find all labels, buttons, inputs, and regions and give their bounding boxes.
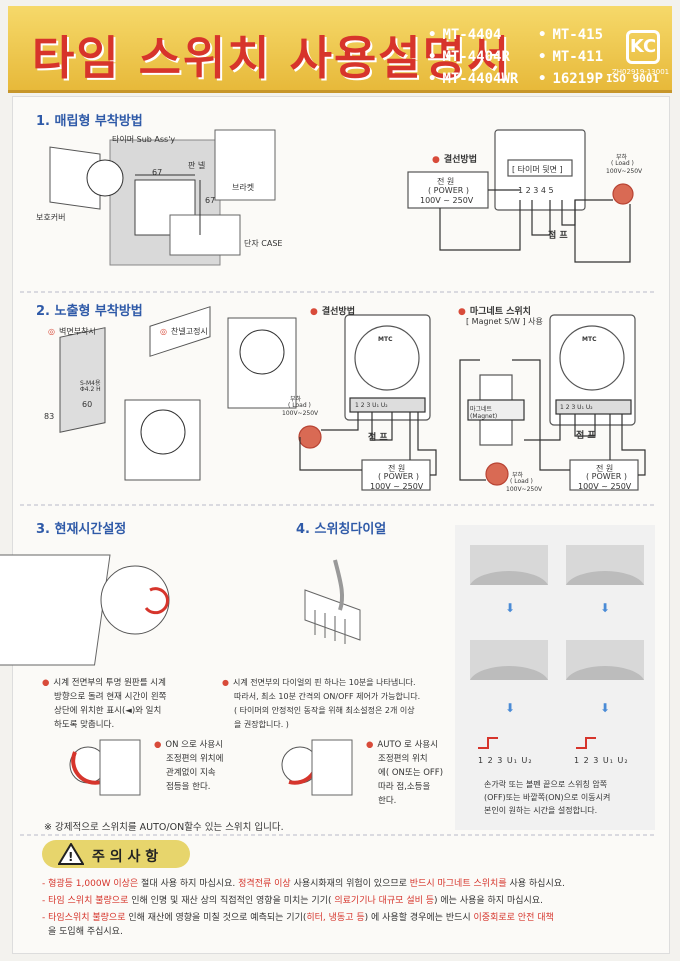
caution-line-4: 을 도입해 주십시요. <box>48 927 123 937</box>
time-setting-diagram <box>0 554 353 796</box>
terminal-numbers: 1 2 3 4 5 <box>518 186 554 195</box>
power-range: 100V ~ 250V <box>420 196 474 205</box>
load-label-2: 부하 <box>290 396 302 403</box>
iso-mark: ISO 9001 <box>606 72 659 85</box>
jumper-label-2: 점 프 <box>368 433 388 443</box>
terminal-row-1: 1 2 3 U₁ U₂ <box>478 756 533 765</box>
svg-text:!: ! <box>68 850 73 864</box>
model-list-2: •MT-415 •MT-411 •16219P <box>538 27 604 87</box>
dial-photo-panel: ⬇ ⬇ ⬇ ⬇ <box>455 525 655 830</box>
flush-mount-diagram <box>49 129 276 266</box>
warning-icon: ! <box>58 843 84 865</box>
load-range-2: 100V~250V <box>282 410 319 417</box>
terminal-numbers-3: 1 2 3 U₁ U₂ <box>560 404 593 411</box>
section-1-title: 1. 매립형 부착방법 <box>36 114 143 129</box>
model-item: MT-4404WR <box>442 71 519 87</box>
caution-line-1: - 형광등 1,000W 이상은 절대 사용 하지 마십시요. 정격전류 이상 … <box>42 879 565 889</box>
section-3-title: 3. 현재시간설정 <box>36 522 127 537</box>
model-list-1: •MT-4404 •MT-4404R •MT-4404WR <box>428 27 519 87</box>
jumper-label: 점 프 <box>548 231 568 241</box>
dim-height: 67 <box>205 196 216 205</box>
screw-label-2: Φ4.2 H <box>80 386 101 393</box>
label-sub-assy: 타이머 Sub Ass'y <box>112 135 176 144</box>
load-label: 부하 <box>616 154 628 161</box>
load-range-3: 100V~250V <box>506 486 543 493</box>
terminal-numbers-2: 1 2 3 U₁ U₂ <box>355 402 388 409</box>
on-mode-text: ●ON 으로 사용시 조정편의 위치에 관계없이 지속 점등을 한다. <box>154 740 224 792</box>
switching-dial-text: ●시계 전면부의 다이얼의 핀 하나는 10분을 나타냅니다. 따라서, 최소 … <box>222 678 421 729</box>
svg-text:⬇: ⬇ <box>505 701 515 715</box>
label-panel: 판 넬 <box>188 161 206 170</box>
model-item: MT-411 <box>552 49 604 65</box>
wiring-label-2: ●결선방법 <box>310 307 355 317</box>
svg-text:⬇: ⬇ <box>505 601 515 615</box>
surface-wiring-diagram <box>298 314 437 491</box>
power-label-3: 전 원 <box>596 464 614 473</box>
section-2-title: 2. 노출형 부착방법 <box>36 304 143 319</box>
label-bracket: 브라켓 <box>232 183 255 192</box>
dim-60: 60 <box>82 400 93 409</box>
load-label-3: 부하 <box>512 472 524 479</box>
svg-text:⬇: ⬇ <box>600 601 610 615</box>
auto-mode-text: ●AUTO 로 사용시 조정편의 위치 에( ON또는 OFF) 따라 점,소등… <box>366 740 444 806</box>
brand-label: MTC <box>378 336 393 343</box>
caution-line-3: - 타임스위치 불량으로 인해 재산에 영향을 미칠 것으로 예측되는 기기(히… <box>42 913 554 923</box>
switching-dial-diagram <box>304 559 361 644</box>
model-item: 16219P <box>552 71 604 87</box>
magnet-label: ●마그네트 스위치 <box>458 307 531 317</box>
svg-text:⬇: ⬇ <box>600 701 610 715</box>
power-en: ( POWER ) <box>428 186 469 195</box>
dim-width: 67 <box>152 168 163 177</box>
flush-wiring-diagram <box>407 129 634 263</box>
caution-title: 주 의 사 항 <box>92 849 159 865</box>
power-en-3: ( POWER ) <box>586 472 627 481</box>
kc-mark-icon: KC <box>626 30 660 64</box>
magnet-en-label: [ Magnet S/W ] 사용 <box>466 317 543 326</box>
caution-line-2: - 타임 스위치 불량으로 인해 인명 및 재산 상의 직접적인 영향을 미치는… <box>42 896 543 906</box>
load-en: ( Load ) <box>611 160 634 167</box>
label-terminal-case: 단자 CASE <box>244 239 283 248</box>
dial-instruction-text: 손가락 또는 볼펜 끝으로 스위칭 암쪽 (OFF)또는 바깥쪽(ON)으로 이… <box>484 780 611 815</box>
forced-switch-note: ※ 강제적으로 스위치를 AUTO/ON할수 있는 스위치 입니다. <box>44 822 284 833</box>
wiring-label-1: ●결선방법 <box>432 155 477 165</box>
kc-code: ZH02919-13001 <box>612 68 670 76</box>
model-item: MT-4404 <box>442 27 502 43</box>
timer-back-label: [ 타이머 뒷면 ] <box>512 165 563 174</box>
header-banner: 타임 스위치 사용설명서 •MT-4404 •MT-4404R •MT-4404… <box>8 6 672 93</box>
power-en-2: ( POWER ) <box>378 472 419 481</box>
page-title: 타임 스위치 사용설명서 <box>32 31 512 85</box>
label-cover: 보호커버 <box>36 213 66 222</box>
screw-label: S-M4용 <box>80 380 101 387</box>
dim-83: 83 <box>44 412 55 421</box>
jumper-label-3: 점 프 <box>576 431 596 441</box>
surface-mount-diagram <box>59 306 297 481</box>
terminal-row-2: 1 2 3 U₁ U₂ <box>574 756 629 765</box>
wall-mount-label: ◎벽면부착시 <box>48 327 96 336</box>
model-item: MT-4404R <box>442 49 510 65</box>
load-range: 100V~250V <box>606 168 643 175</box>
load-en-2: ( Load ) <box>288 402 311 409</box>
rail-mount-label: ◎찬넬고정시 <box>160 327 208 336</box>
magnet-box-label: 마그네트 (Magnet) <box>470 406 498 420</box>
power-label: 전 원 <box>437 177 455 186</box>
model-item: MT-415 <box>552 27 604 43</box>
power-range-3: 100V ~ 250V <box>578 482 632 491</box>
power-label-2: 전 원 <box>388 464 406 473</box>
time-setting-text: ●시계 전면부의 투명 원판를 시계 방향으로 돌려 현재 시간이 왼쪽 상단에… <box>42 678 167 730</box>
brand-label-2: MTC <box>582 336 597 343</box>
load-en-3: ( Load ) <box>510 478 533 485</box>
power-range-2: 100V ~ 250V <box>370 482 424 491</box>
magnet-wiring-diagram <box>459 314 646 491</box>
section-4-title: 4. 스위칭다이얼 <box>296 522 387 537</box>
